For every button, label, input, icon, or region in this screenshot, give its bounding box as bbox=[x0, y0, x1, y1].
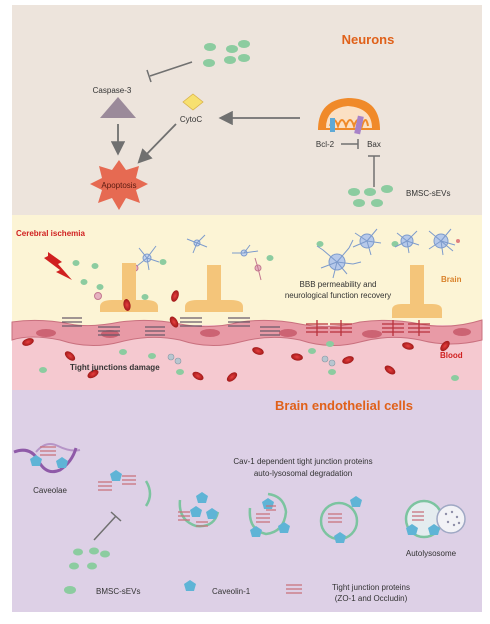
ev-scatter-blood bbox=[39, 341, 459, 381]
legend-tjp-line2: (ZO-1 and Occludin) bbox=[335, 594, 408, 603]
caspase-label: Caspase-3 bbox=[93, 86, 132, 95]
legend-cav1-label: Caveolin-1 bbox=[212, 587, 251, 596]
ischemia-label: Cerebral ischemia bbox=[16, 229, 85, 238]
inhibit-endo-line bbox=[93, 515, 117, 541]
arrow-cytoc-apoptosis bbox=[137, 123, 177, 164]
inhibit-endo-bar bbox=[110, 511, 122, 522]
bax-label: Bax bbox=[367, 140, 381, 149]
ev-cluster-bax bbox=[348, 185, 393, 207]
mitochondrion-icon bbox=[318, 98, 380, 135]
legend-caveolin-icon bbox=[184, 580, 196, 591]
neurons-title: Neurons bbox=[342, 32, 395, 47]
tight-junctions-restored bbox=[306, 320, 430, 336]
cytoc-icon bbox=[182, 93, 204, 111]
cytoc-label: CytoC bbox=[180, 115, 202, 124]
recovery-line1: BBB permeability and bbox=[300, 280, 377, 289]
ev-scatter-brain bbox=[72, 241, 399, 300]
caspase-icon bbox=[100, 97, 136, 118]
vesicle-stage-2 bbox=[248, 492, 290, 537]
neurons-panel bbox=[12, 5, 482, 215]
ev-cluster-top bbox=[203, 40, 250, 67]
endothelial-nuclei bbox=[36, 328, 471, 338]
process-line1: Cav-1 dependent tight junction proteins bbox=[233, 457, 372, 466]
autolysosome-label: Autolysosome bbox=[406, 549, 457, 558]
vesicle-stage-3 bbox=[319, 496, 362, 543]
apoptosis-label: Apoptosis bbox=[101, 181, 136, 190]
bcl2-label: Bcl-2 bbox=[316, 140, 335, 149]
autolysosome-icon bbox=[404, 499, 466, 539]
immune-cells bbox=[167, 353, 336, 367]
lightning-icon bbox=[44, 252, 72, 280]
neurons-evs-label: BMSC-sEVs bbox=[406, 189, 450, 198]
vesicle-stage-1 bbox=[178, 492, 220, 528]
legend-evs-label: BMSC-sEVs bbox=[96, 587, 140, 596]
ev-cluster-endo bbox=[69, 547, 110, 570]
recovery-line2: neurological function recovery bbox=[285, 291, 391, 300]
inhibit-caspase-bar bbox=[146, 69, 152, 83]
endothelial-panel bbox=[12, 390, 482, 612]
brain-label: Brain bbox=[441, 275, 462, 284]
caveolae-icon bbox=[13, 443, 81, 474]
process-line2: auto-lysosomal degradation bbox=[254, 469, 352, 478]
apoptosis-icon bbox=[90, 160, 148, 210]
tight-junctions-damaged bbox=[62, 317, 280, 336]
blood-label: Blood bbox=[440, 351, 463, 360]
tj-damage-label: Tight junctions damage bbox=[70, 363, 160, 372]
inhibit-caspase-line bbox=[149, 61, 193, 77]
caveolae-label: Caveolae bbox=[33, 486, 67, 495]
legend-evs-icon bbox=[64, 586, 76, 594]
astrocyte-endfeet bbox=[100, 263, 442, 318]
endothelial-layer bbox=[11, 319, 483, 346]
legend-tjp-icon bbox=[286, 584, 302, 594]
legend-tjp-line1: Tight junction proteins bbox=[332, 583, 410, 592]
red-blood-cells bbox=[22, 290, 450, 382]
endothelial-title: Brain endothelial cells bbox=[275, 398, 413, 413]
tjp-caveolin-free bbox=[98, 470, 152, 507]
